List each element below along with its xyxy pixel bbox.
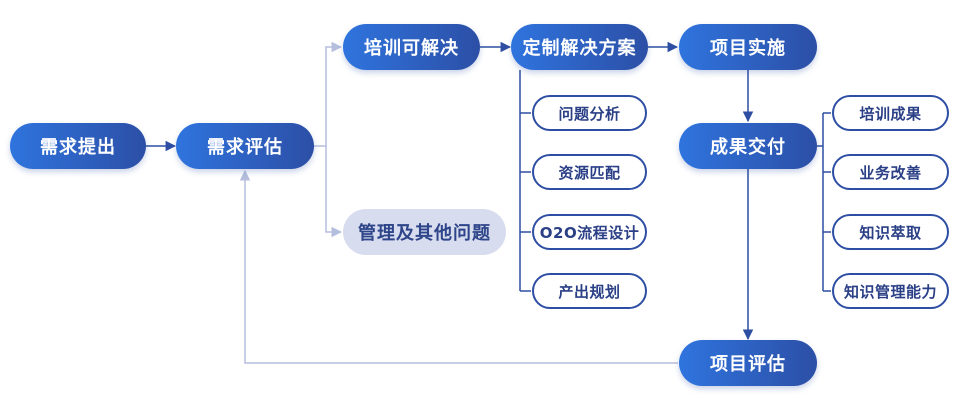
demand-assessment-node: 需求评估 — [176, 123, 314, 169]
deliverable-item: 培训成果 — [832, 95, 949, 131]
feedback-evaluation-to-assessment — [239, 169, 678, 364]
solution-step-item: 资源匹配 — [532, 154, 647, 190]
solution-step-item: 产出规划 — [532, 273, 647, 309]
solution-step-item: O2O流程设计 — [532, 214, 647, 250]
management-other-node: 管理及其他问题 — [343, 209, 506, 255]
deliverable-item: 业务改善 — [832, 154, 949, 190]
custom-solution-node: 定制解决方案 — [511, 24, 648, 70]
deliverable-item: 知识萃取 — [832, 214, 949, 250]
branch-assessment-to-training — [314, 41, 343, 147]
deliverable-item: 知识管理能力 — [832, 273, 949, 309]
training-solvable-node: 培训可解决 — [343, 24, 480, 70]
demand-proposal-node: 需求提出 — [10, 123, 146, 169]
result-delivery-node: 成果交付 — [679, 123, 817, 169]
solution-step-item: 问题分析 — [532, 95, 647, 131]
project-evaluation-node: 项目评估 — [679, 340, 817, 386]
project-implementation-node: 项目实施 — [679, 24, 817, 70]
branch-assessment-to-management — [325, 146, 343, 238]
